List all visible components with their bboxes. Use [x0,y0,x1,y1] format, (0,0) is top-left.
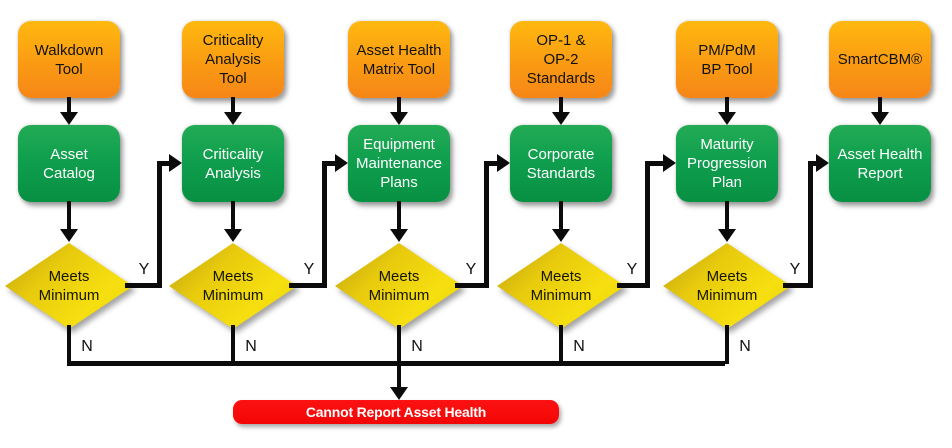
arrow-down-icon [390,387,408,400]
tool-box-label: Walkdown Tool [34,41,104,78]
no-connector-vertical [231,325,235,364]
arrow-down-icon [224,229,242,242]
arrow-down-icon [60,229,78,242]
yes-connector-vertical [808,161,813,288]
decision-label: Meets Minimum [38,268,100,304]
decision-label: Meets Minimum [368,268,430,304]
no-label-4: N [573,338,585,355]
output-box-label: Criticality Analysis [202,145,264,182]
decision-diamond-5: Meets Minimum [663,243,791,329]
tool-box-label: OP-1 & OP-2 Standards [526,32,596,87]
no-label-5: N [739,338,751,355]
no-connector-vertical [67,325,71,364]
no-collector-line [67,361,725,366]
decision-label: Meets Minimum [696,268,758,304]
tool-box-label: SmartCBM® [837,51,923,68]
fail-box-cannot-report: Cannot Report Asset Health [233,400,559,424]
yes-connector-horizontal [289,283,327,288]
yes-connector-into-box [157,161,169,166]
arrow-down-icon [552,112,570,125]
arrow-stem [231,97,235,114]
arrow-down-icon [60,112,78,125]
arrow-down-icon [552,229,570,242]
fail-box-label: Cannot Report Asset Health [305,404,487,420]
output-box-corporate-standards: Corporate Standards [510,125,612,202]
arrow-stem [67,97,71,114]
output-box-label: Maturity Progression Plan [686,136,768,191]
no-connector-vertical [559,325,563,364]
arrow-stem [397,201,401,230]
tool-box-smartcbm: SmartCBM® [829,21,931,98]
output-box-equipment-maintenance-plans: Equipment Maintenance Plans [348,125,450,202]
yes-connector-vertical [322,161,327,288]
yes-connector-into-box [645,161,663,166]
output-box-maturity-progression-plan: Maturity Progression Plan [676,125,778,202]
arrow-right-icon [335,154,348,172]
yes-connector-vertical [645,161,650,288]
output-box-asset-health-report: Asset Health Report [829,125,931,202]
arrow-right-icon [663,154,676,172]
yes-connector-horizontal [125,283,162,288]
arrow-down-icon [718,229,736,242]
arrow-stem [67,201,71,230]
tool-box-pm-pdm-bp-tool: PM/PdM BP Tool [676,21,778,98]
output-box-asset-catalog: Asset Catalog [18,125,120,202]
arrow-down-icon [718,112,736,125]
tool-box-op1-op2-standards: OP-1 & OP-2 Standards [510,21,612,98]
tool-box-label: PM/PdM BP Tool [698,41,756,78]
arrow-down-icon [390,229,408,242]
no-label-2: N [245,338,257,355]
yes-connector-horizontal [455,283,489,288]
output-box-criticality-analysis: Criticality Analysis [182,125,284,202]
yes-connector-into-box [322,161,335,166]
no-connector-vertical [725,325,729,364]
output-box-label: Equipment Maintenance Plans [356,136,442,191]
tool-box-asset-health-matrix-tool: Asset Health Matrix Tool [348,21,450,98]
yes-connector-into-box [484,161,497,166]
arrow-right-icon [816,154,829,172]
arrow-stem [397,97,401,114]
arrow-down-icon [224,112,242,125]
arrow-down-icon [871,112,889,125]
yes-connector-horizontal [617,283,650,288]
arrow-stem [725,97,729,114]
decision-diamond-1: Meets Minimum [5,243,133,329]
no-label-3: N [411,338,423,355]
yes-connector-horizontal [783,283,813,288]
arrow-stem [878,97,882,114]
yes-connector-vertical [484,161,489,288]
tool-box-walkdown-tool: Walkdown Tool [18,21,120,98]
decision-label: Meets Minimum [530,268,592,304]
yes-connector-vertical [157,161,162,288]
no-label-1: N [81,338,93,355]
yes-label-3: Y [465,261,477,278]
arrow-down-icon [390,112,408,125]
no-connector-vertical [397,325,401,364]
output-box-label: Corporate Standards [526,145,596,182]
arrow-stem [725,201,729,230]
arrow-right-icon [497,154,510,172]
yes-label-1: Y [138,261,150,278]
decision-diamond-4: Meets Minimum [497,243,625,329]
yes-label-4: Y [626,261,638,278]
tool-box-criticality-analysis-tool: Criticality Analysis Tool [182,21,284,98]
decision-diamond-3: Meets Minimum [335,243,463,329]
yes-label-5: Y [789,261,801,278]
tool-box-label: Asset Health Matrix Tool [356,41,442,78]
yes-connector-into-box [808,161,816,166]
fail-arrow-stem [397,364,401,388]
arrow-right-icon [169,154,182,172]
arrow-stem [559,97,563,114]
arrow-stem [559,201,563,230]
output-box-label: Asset Health Report [837,145,923,182]
output-box-label: Asset Catalog [43,145,95,182]
decision-diamond-2: Meets Minimum [169,243,297,329]
arrow-stem [231,201,235,230]
yes-label-2: Y [303,261,315,278]
tool-box-label: Criticality Analysis Tool [202,32,264,87]
decision-label: Meets Minimum [202,268,264,304]
